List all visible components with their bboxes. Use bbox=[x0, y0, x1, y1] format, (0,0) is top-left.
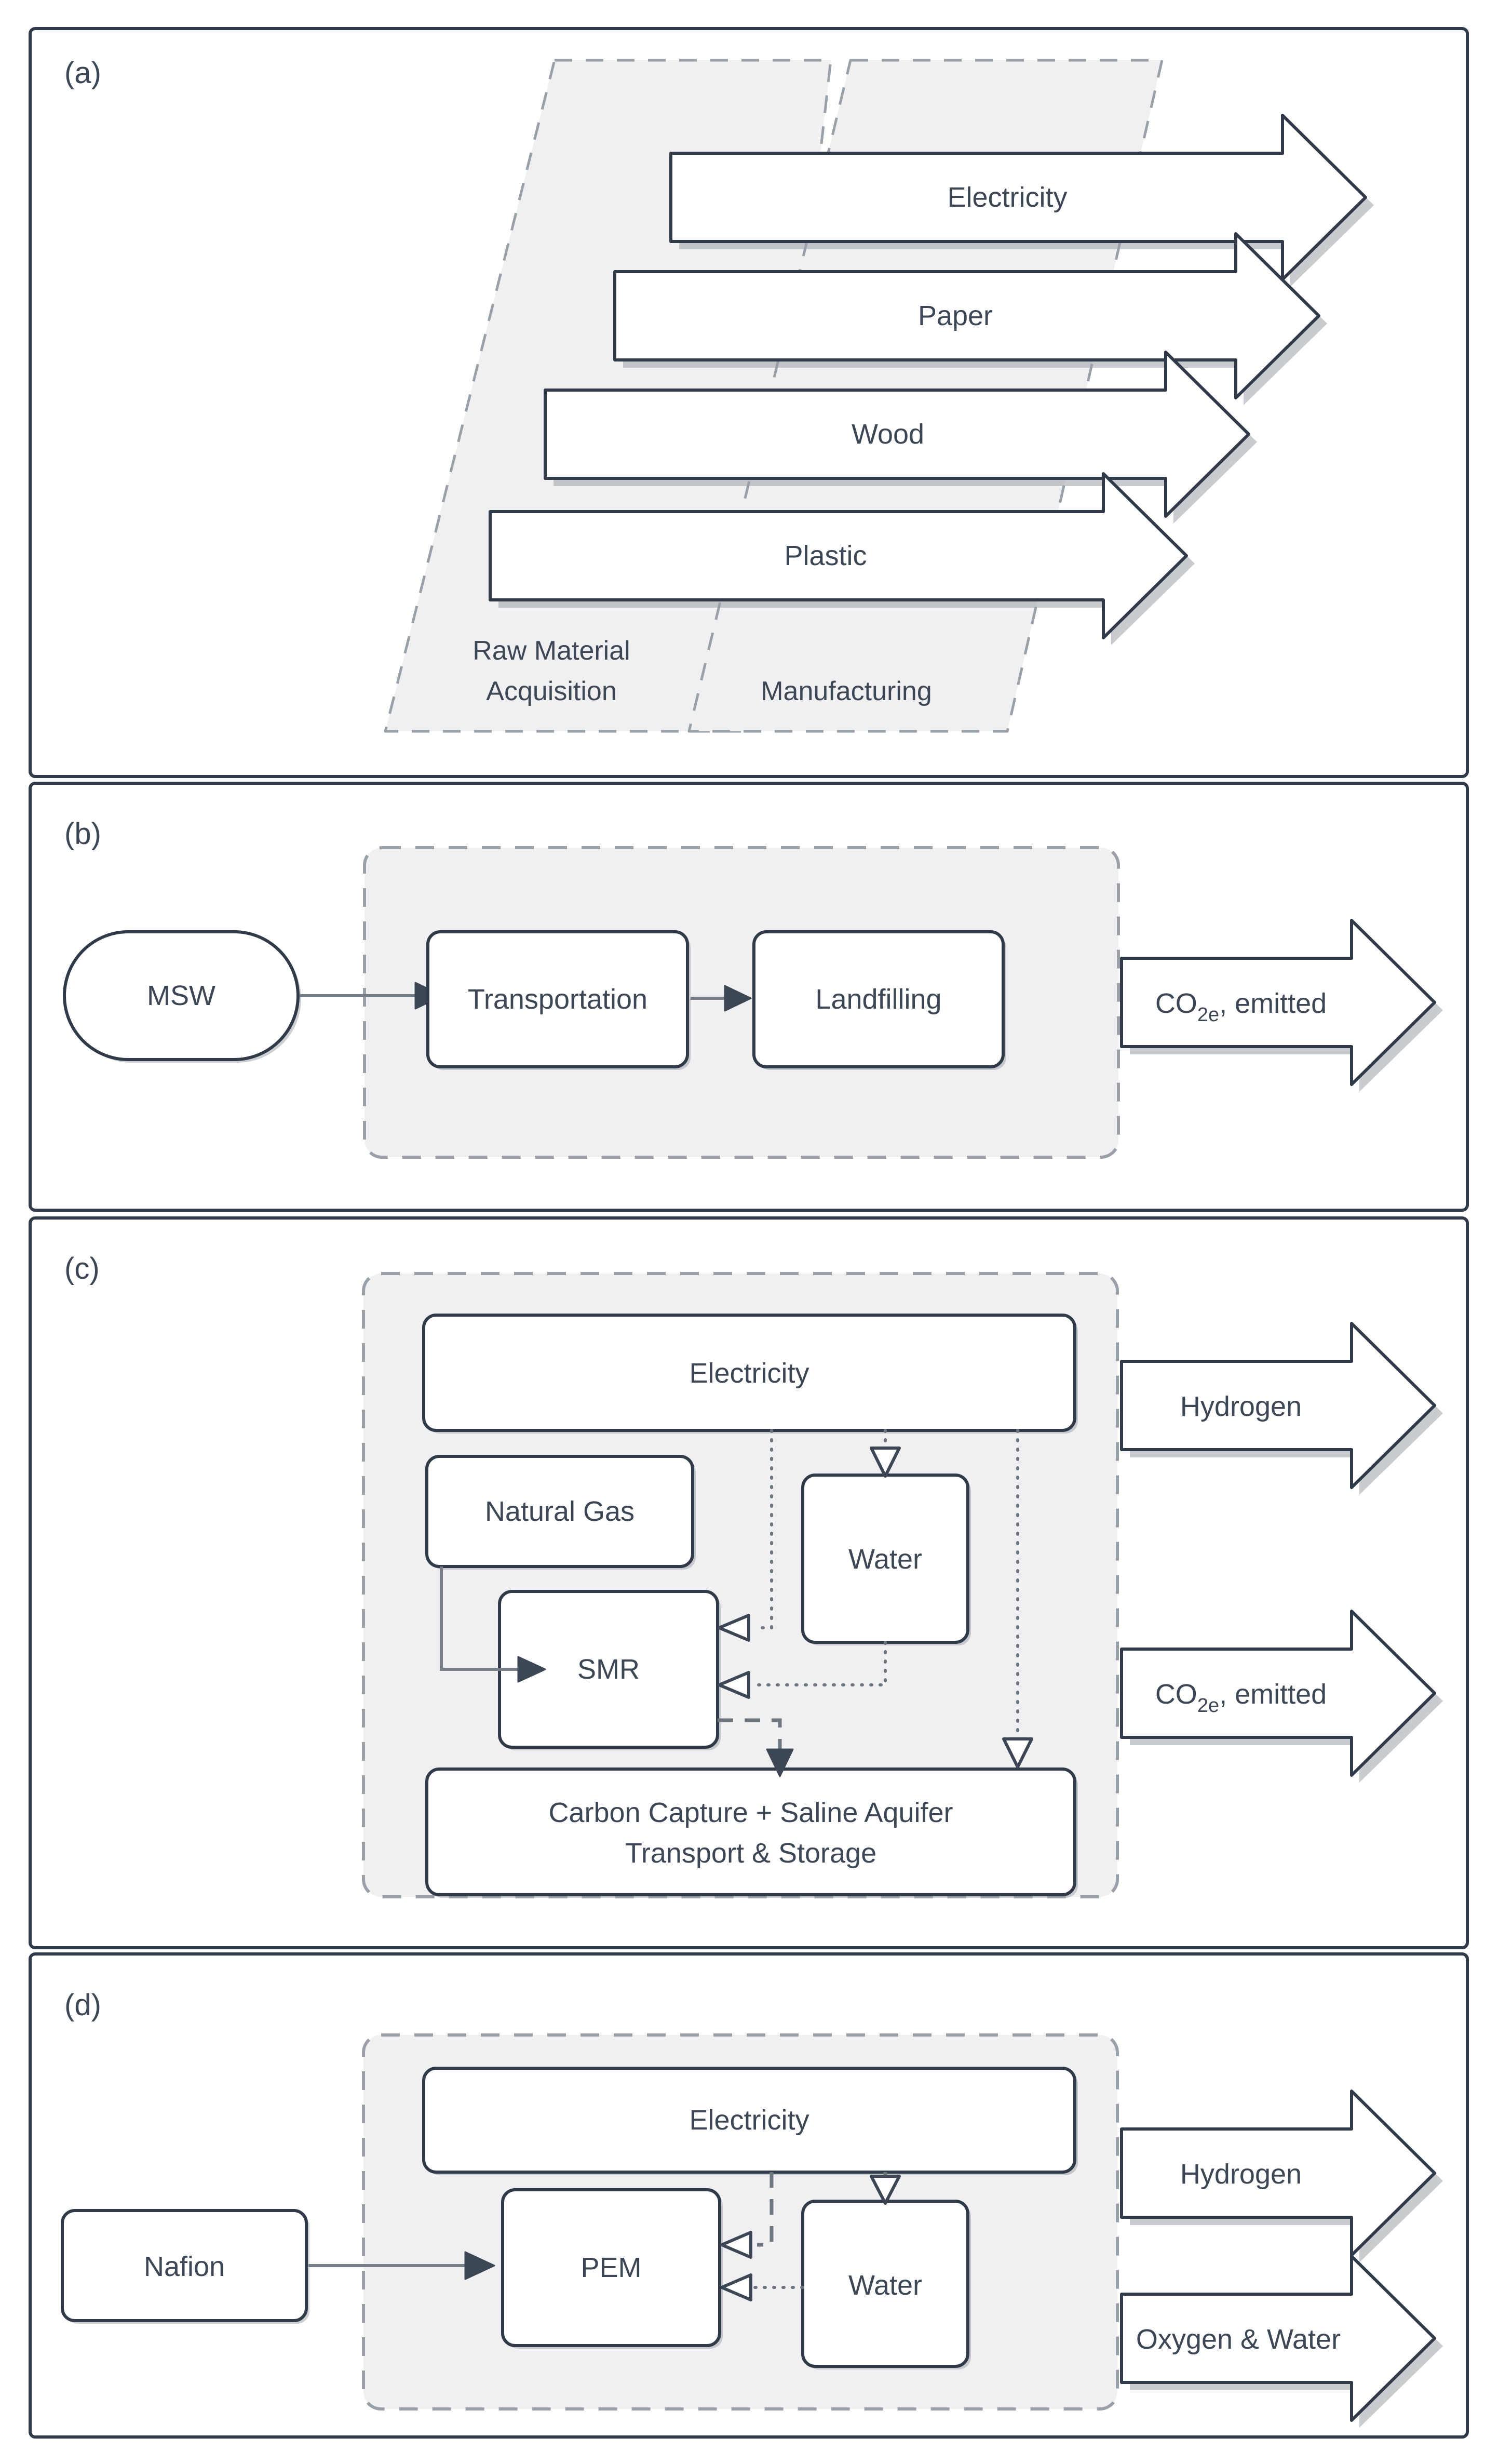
output-arrow-hydrogen-d-shape bbox=[1120, 2090, 1436, 2257]
edge-electricity-to-ccs-arrowhead bbox=[1002, 1737, 1033, 1769]
flow-arrow-paper: Paper bbox=[613, 232, 1327, 405]
node-nafion-shape bbox=[61, 2209, 308, 2322]
node-nafion-label: Nafion bbox=[144, 2251, 225, 2282]
edge-electricity-to-water-c-arrowhead bbox=[870, 1447, 901, 1478]
edge-smr-to-ccs-arrowhead bbox=[766, 1748, 794, 1777]
node-natural-gas-label: Natural Gas bbox=[485, 1496, 634, 1527]
edge-nafion-to-pem-arrowhead bbox=[464, 2251, 495, 2280]
node-transportation: Transportation bbox=[426, 930, 691, 1070]
output-arrow-hydrogen-d: Hydrogen bbox=[1120, 2090, 1443, 2262]
stage-raw-material-acquisition-label-1: Raw Material bbox=[473, 636, 630, 666]
panel-b: (b) MSW Transportation Landfilling bbox=[29, 782, 1469, 1212]
panel-b-label: (b) bbox=[64, 817, 101, 851]
flow-arrow-paper-shape bbox=[613, 232, 1320, 399]
edge-electricity-to-smr-arrowhead bbox=[718, 1614, 750, 1642]
output-arrow-hydrogen-c-shape bbox=[1120, 1322, 1436, 1489]
node-carbon-capture-storage-shape bbox=[425, 1767, 1076, 1896]
flow-arrow-electricity-label: Electricity bbox=[947, 182, 1067, 213]
panel-a: (a) Raw Material Acquisition Manufacturi… bbox=[29, 27, 1469, 778]
edge-natural-gas-to-smr-arrowhead bbox=[517, 1656, 546, 1683]
output-arrow-co2e-b-label: CO2e, emitted bbox=[1155, 988, 1327, 1026]
node-pem-shape bbox=[501, 2188, 721, 2347]
edge-electricity-to-pem bbox=[757, 2172, 774, 2247]
output-arrow-hydrogen-c: Hydrogen bbox=[1120, 1322, 1443, 1495]
edge-electricity-to-smr bbox=[754, 1429, 773, 1629]
node-landfilling: Landfilling bbox=[752, 930, 1006, 1070]
output-arrow-co2e-c-shape bbox=[1120, 1610, 1436, 1777]
node-msw-shape bbox=[63, 930, 300, 1061]
node-water-d-label: Water bbox=[848, 2270, 922, 2301]
node-electricity-d-label: Electricity bbox=[689, 2105, 809, 2136]
node-msw-label: MSW bbox=[147, 980, 215, 1011]
node-pem-label: PEM bbox=[580, 2252, 641, 2283]
node-landfilling-label: Landfilling bbox=[815, 984, 941, 1015]
edge-electricity-to-pem-arrowhead bbox=[720, 2231, 752, 2259]
node-transportation-shape bbox=[426, 930, 689, 1068]
panel-c-label: (c) bbox=[64, 1252, 100, 1285]
node-electricity-d-shape bbox=[422, 2067, 1076, 2174]
edge-water-to-pem-arrowhead bbox=[720, 2273, 752, 2301]
node-natural-gas: Natural Gas bbox=[425, 1455, 696, 1570]
flow-arrow-paper-label: Paper bbox=[918, 300, 993, 331]
node-water-c: Water bbox=[801, 1474, 971, 1645]
panel-d-label: (d) bbox=[64, 1988, 101, 2022]
output-arrow-hydrogen-c-label: Hydrogen bbox=[1180, 1391, 1302, 1422]
node-electricity-c: Electricity bbox=[422, 1314, 1078, 1434]
flow-arrow-plastic-shape bbox=[489, 472, 1188, 639]
output-arrow-co2e-c: CO2e, emitted bbox=[1120, 1610, 1443, 1783]
stage-manufacturing-label-1: Manufacturing bbox=[761, 676, 932, 706]
flow-arrow-wood-shape bbox=[544, 351, 1250, 518]
node-electricity-d: Electricity bbox=[422, 2067, 1078, 2175]
node-electricity-c-shape bbox=[422, 1314, 1076, 1432]
flow-arrow-plastic-label: Plastic bbox=[784, 540, 867, 571]
node-natural-gas-shape bbox=[425, 1455, 694, 1568]
node-water-c-label: Water bbox=[848, 1544, 922, 1575]
panel-c: (c) Electricity Natural Gas Water SMR bbox=[29, 1216, 1469, 1949]
edge-water-to-smr-arrowhead bbox=[718, 1671, 750, 1699]
node-transportation-label: Transportation bbox=[468, 984, 647, 1015]
output-arrow-oxygen-water: Oxygen & Water bbox=[1120, 2255, 1443, 2428]
output-arrow-oxygen-water-label: Oxygen & Water bbox=[1136, 2324, 1341, 2355]
output-arrow-co2e-c-label: CO2e, emitted bbox=[1155, 1679, 1327, 1717]
node-pem: PEM bbox=[501, 2188, 723, 2349]
flow-arrow-wood: Wood bbox=[544, 351, 1257, 524]
flow-arrow-wood-label: Wood bbox=[852, 419, 924, 450]
node-msw: MSW bbox=[63, 930, 301, 1063]
output-arrow-oxygen-water-shape bbox=[1120, 2255, 1436, 2422]
edge-water-to-smr bbox=[751, 1641, 887, 1686]
flow-arrow-plastic: Plastic bbox=[489, 472, 1195, 645]
flow-arrow-electricity: Electricity bbox=[669, 114, 1374, 287]
node-carbon-capture-storage-label-2: Transport & Storage bbox=[625, 1838, 876, 1869]
node-water-d: Water bbox=[801, 2200, 971, 2369]
node-nafion: Nafion bbox=[61, 2209, 309, 2324]
node-smr-label: SMR bbox=[577, 1654, 640, 1685]
stage-raw-material-acquisition-label-2: Acquisition bbox=[486, 676, 616, 706]
node-carbon-capture-storage: Carbon Capture + Saline Aquifer Transpor… bbox=[425, 1767, 1078, 1898]
output-arrow-hydrogen-d-label: Hydrogen bbox=[1180, 2159, 1302, 2190]
node-electricity-c-label: Electricity bbox=[689, 1358, 809, 1389]
node-smr: SMR bbox=[498, 1590, 721, 1750]
panel-a-label: (a) bbox=[64, 56, 101, 90]
node-landfilling-shape bbox=[752, 930, 1005, 1068]
output-arrow-co2e-b-shape bbox=[1120, 919, 1436, 1086]
node-carbon-capture-storage-label-1: Carbon Capture + Saline Aquifer bbox=[549, 1797, 953, 1828]
flow-arrow-electricity-shape bbox=[669, 114, 1367, 281]
output-arrow-co2e-b: CO2e, emitted bbox=[1120, 919, 1443, 1092]
edge-electricity-to-water-d-arrowhead bbox=[870, 2175, 901, 2205]
edge-natural-gas-to-smr bbox=[440, 1566, 519, 1671]
edge-smr-to-ccs bbox=[718, 1718, 782, 1750]
edge-transportation-to-landfilling-arrowhead bbox=[724, 985, 752, 1012]
panel-d: (d) Electricity Nafion PEM Water bbox=[29, 1952, 1469, 2439]
